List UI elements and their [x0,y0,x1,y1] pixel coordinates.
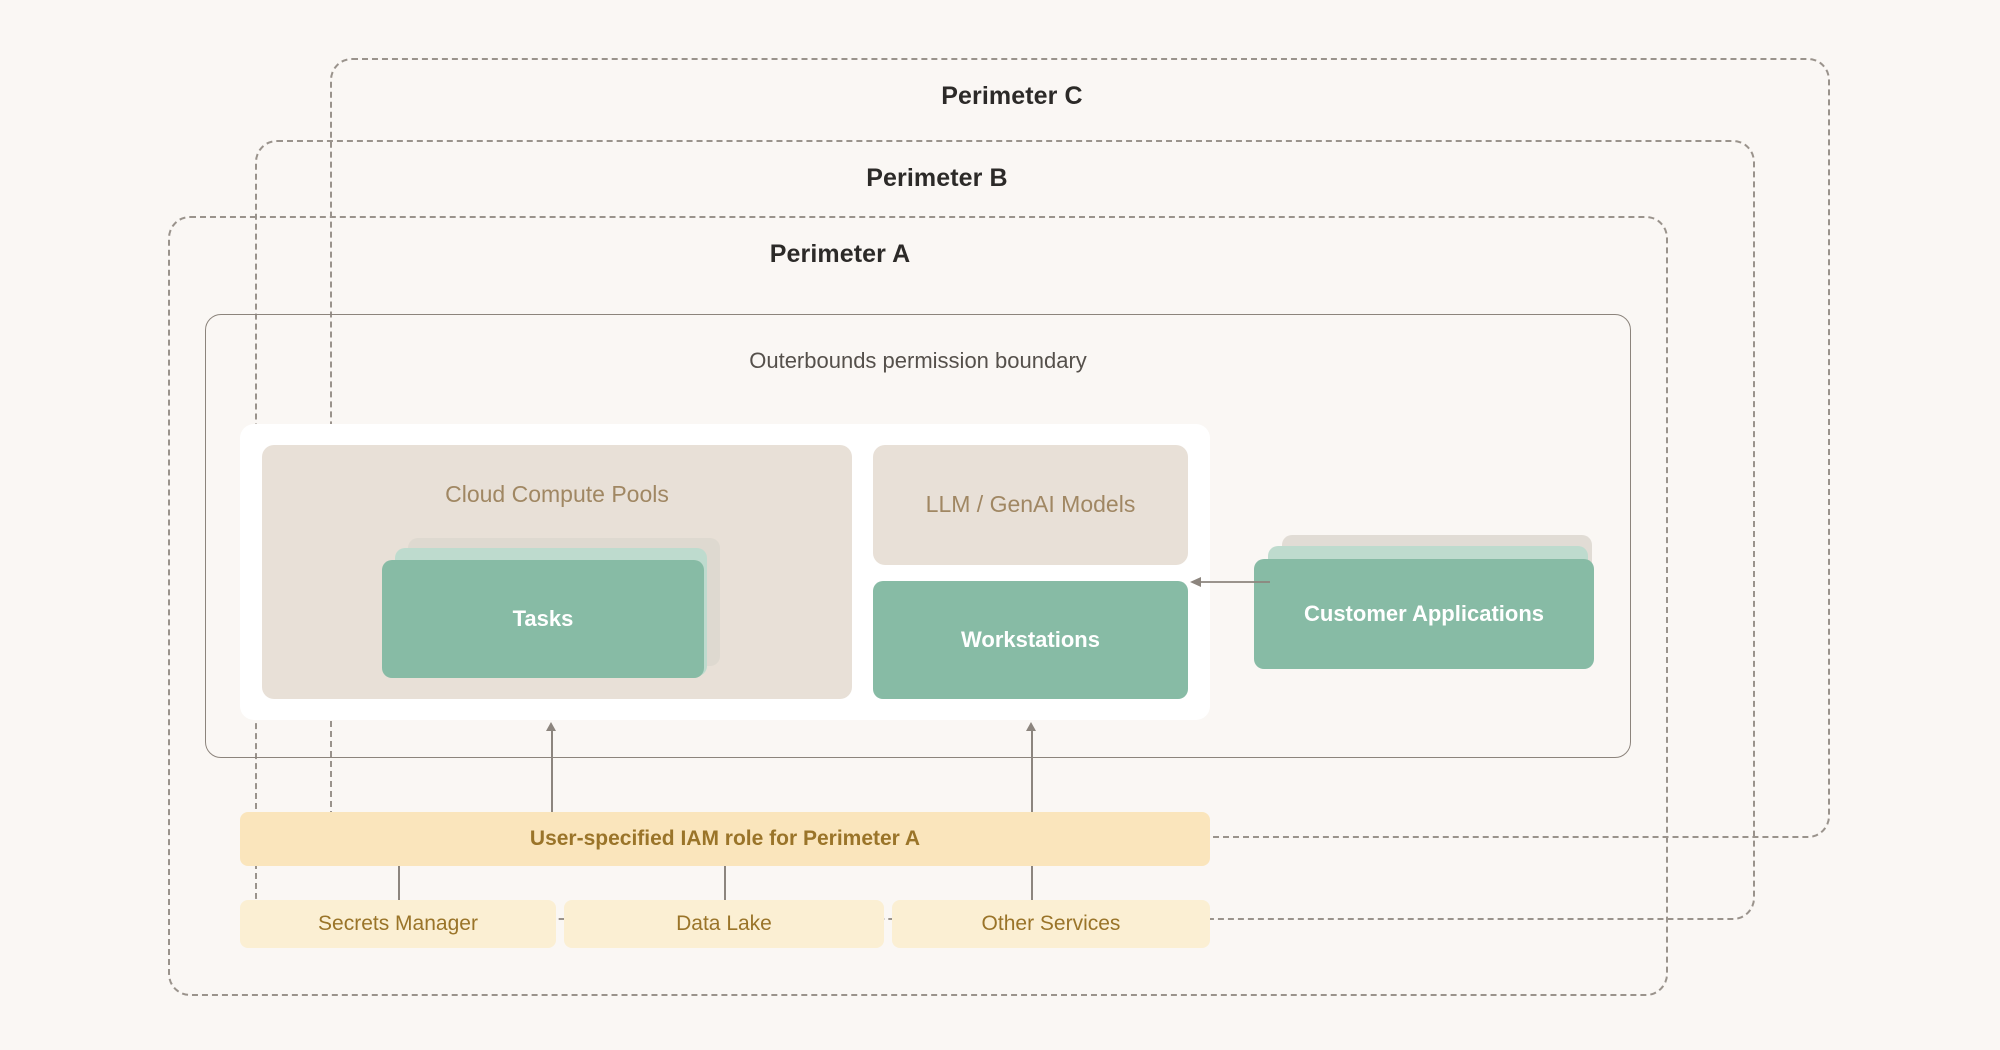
workstations-card[interactable]: Workstations [873,581,1188,699]
customer-applications-stack: Customer Applications [1254,535,1609,695]
perimeter-c-label: Perimeter C [941,82,1083,110]
iam-role-bar[interactable]: User-specified IAM role for Perimeter A [240,812,1210,866]
customer-applications-label: Customer Applications [1304,601,1544,626]
connector-iam-to-data-lake [724,866,726,900]
arrow-head-iam-to-workstations [1026,722,1036,731]
arrow-customer-apps-to-workstations [1190,577,1270,587]
perimeter-a-label: Perimeter A [769,240,911,268]
llm-genai-models-label: LLM / GenAI Models [925,491,1136,518]
connector-iam-to-secrets-manager [398,866,400,900]
iam-role-label: User-specified IAM role for Perimeter A [529,827,921,850]
data-lake-label: Data Lake [676,912,772,935]
tasks-label: Tasks [512,606,574,631]
service-box-other-services[interactable]: Other Services [892,900,1210,948]
arrow-head-iam-to-tasks [546,722,556,731]
workstations-label: Workstations [961,627,1100,652]
perimeter-b-label: Perimeter B [866,164,1008,192]
service-box-secrets-manager[interactable]: Secrets Manager [240,900,556,948]
llm-genai-models-card: LLM / GenAI Models [873,445,1188,565]
connector-iam-to-tasks [551,728,553,812]
cloud-compute-pools-label: Cloud Compute Pools [445,481,669,507]
permission-boundary-label: Outerbounds permission boundary [749,348,1087,373]
outerbounds-permission-boundary: Outerbounds permission boundary [205,314,1631,758]
tasks-card[interactable]: Tasks [382,560,704,678]
customer-applications-card[interactable]: Customer Applications [1254,559,1594,669]
connector-iam-to-workstations [1031,728,1033,812]
service-box-data-lake[interactable]: Data Lake [564,900,884,948]
perimeter-a-frame: Perimeter A [168,216,1668,996]
secrets-manager-label: Secrets Manager [318,912,478,935]
connector-iam-to-other-services [1031,866,1033,900]
other-services-label: Other Services [981,912,1121,935]
tasks-stack: Tasks [382,538,722,698]
